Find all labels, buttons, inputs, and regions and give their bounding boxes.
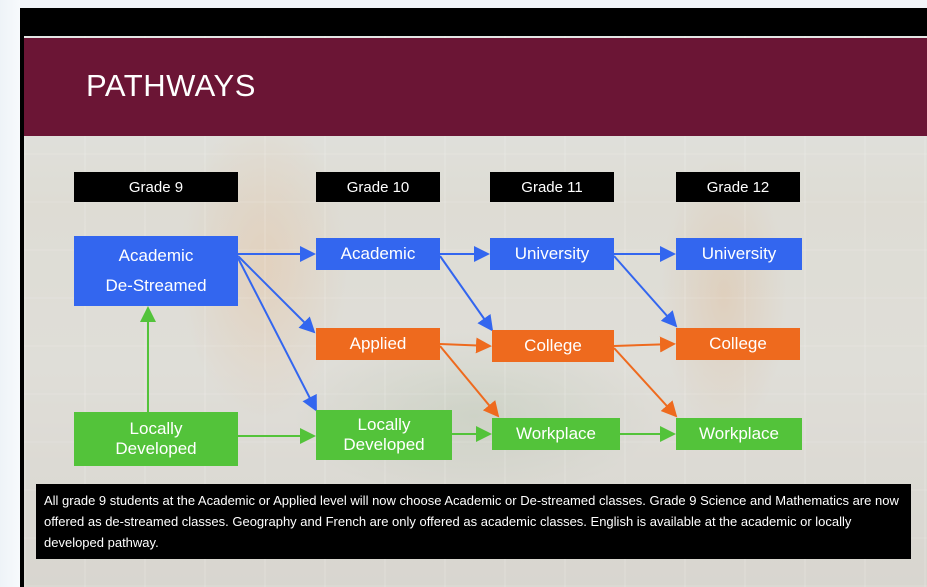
box-label: Workplace: [699, 423, 779, 443]
box-label: University: [514, 243, 590, 263]
arrow-g9-academic-to-g10-locally: [237, 257, 317, 412]
box-label: University: [701, 243, 777, 263]
box-g11-college: College: [492, 330, 614, 362]
grade-9-label: Grade 9: [74, 172, 238, 202]
box-g11-workplace: Workplace: [492, 418, 620, 450]
arrow-g10-academic-to-g11-college: [439, 255, 494, 332]
box-label: Academic: [340, 243, 416, 263]
box-label: Locally: [129, 418, 183, 438]
box-label: Academic: [118, 245, 194, 265]
arrow-g11-college-to-g12-workplace: [613, 347, 678, 418]
arrow-g10-applied-to-g11-college: [439, 337, 492, 354]
pathways-note: All grade 9 students at the Academic or …: [36, 484, 911, 559]
box-label: Developed: [115, 439, 197, 458]
arrow-g11-college-to-g12-college: [613, 336, 676, 353]
grade-11-label: Grade 11: [490, 172, 614, 202]
box-label: Developed: [343, 435, 425, 454]
box-g10-locally-developed: Locally Developed: [316, 410, 452, 460]
box-g12-college: College: [676, 328, 800, 360]
arrow-g10-applied-to-g11-workplace: [439, 345, 500, 418]
box-g9-locally-developed: Locally Developed: [74, 412, 238, 466]
slide-title: PATHWAYS: [86, 68, 256, 103]
box-g9-academic-destreamed: Academic De-Streamed: [74, 236, 238, 306]
pathway-arrows: [140, 246, 678, 444]
grade-10-label: Grade 10: [316, 172, 440, 202]
box-g10-applied: Applied: [316, 328, 440, 360]
box-label: De-Streamed: [105, 276, 207, 295]
box-label: Locally: [357, 414, 411, 434]
arrow-g9-academic-to-g10-applied: [237, 255, 316, 334]
box-g12-university: University: [676, 238, 802, 270]
box-label: Applied: [349, 333, 407, 353]
left-bezel: [0, 0, 20, 587]
title-band: PATHWAYS: [24, 38, 927, 136]
slide: PATHWAYS Grade 9 Grade 10 Grade 11 Grade…: [20, 8, 927, 587]
box-label: Workplace: [516, 423, 596, 443]
box-label: College: [524, 335, 582, 355]
arrow-g11-university-to-g12-college: [613, 255, 678, 328]
box-g12-workplace: Workplace: [676, 418, 802, 450]
box-g10-academic: Academic: [316, 238, 440, 270]
box-label: College: [709, 333, 767, 353]
grade-12-label: Grade 12: [676, 172, 800, 202]
box-g11-university: University: [490, 238, 614, 270]
